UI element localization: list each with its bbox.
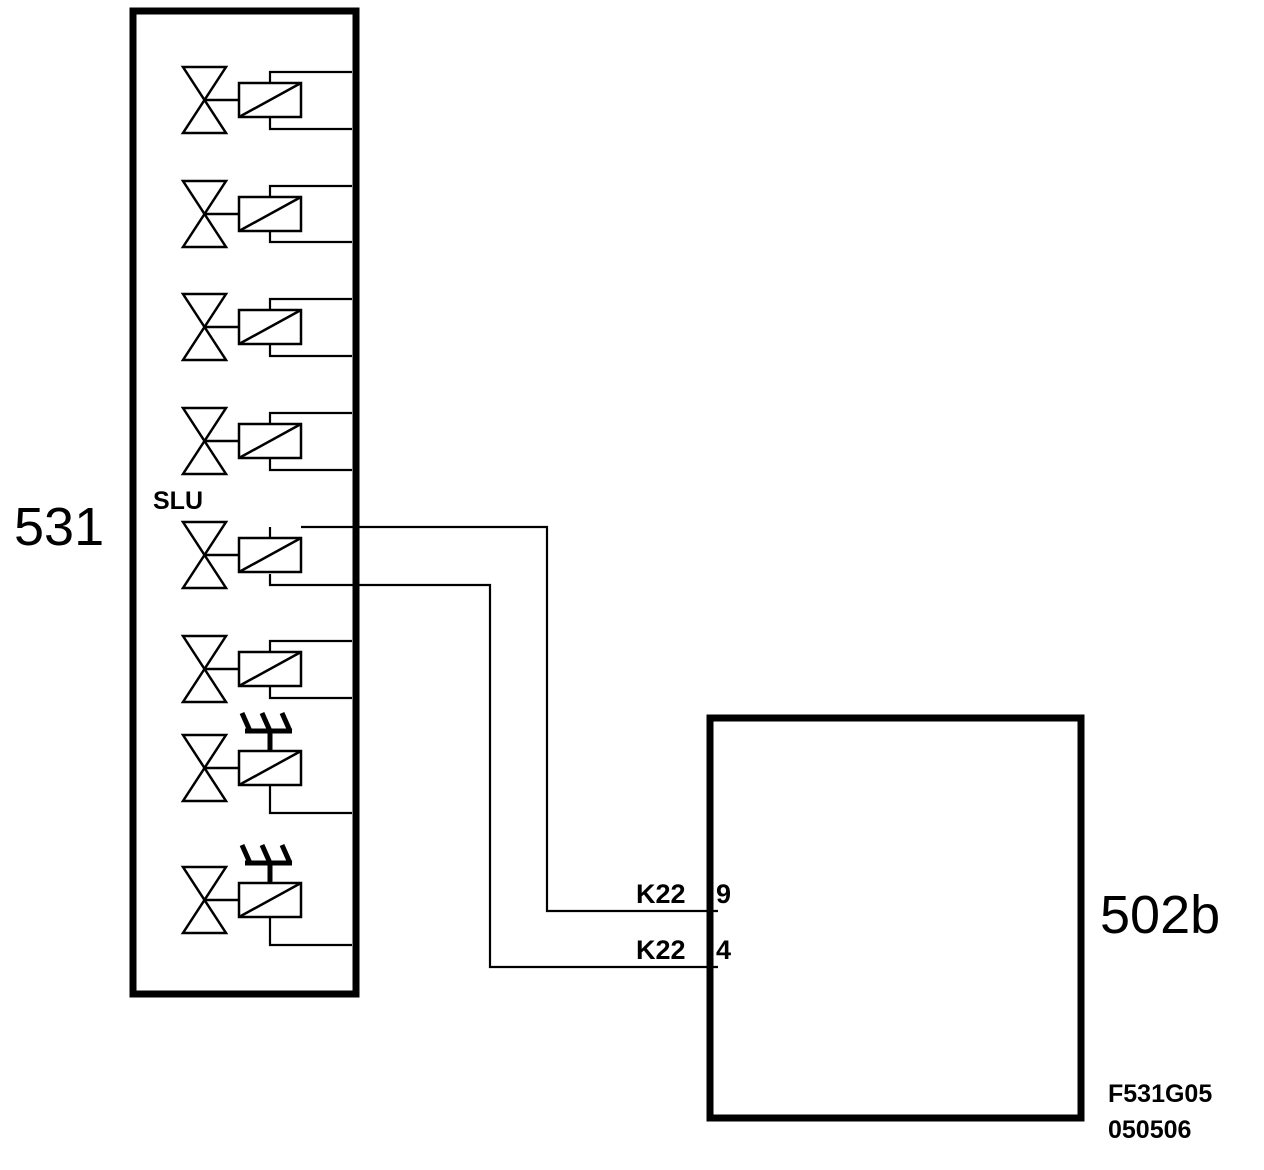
valve-icon — [180, 520, 229, 590]
pin-number-label: 9 — [716, 879, 731, 909]
component-502b-box — [706, 714, 1085, 1122]
solenoid-valve — [180, 634, 352, 704]
pin-number-label: 4 — [716, 935, 731, 965]
valve-icon — [180, 865, 229, 935]
component-531-box — [129, 7, 360, 998]
valve-icon — [180, 292, 229, 362]
pin-connector-label: K22 — [636, 879, 686, 909]
solenoid-valve — [180, 179, 352, 249]
solenoid-valve — [180, 520, 303, 590]
solenoid-valve — [180, 843, 352, 947]
slu-label: SLU — [153, 487, 203, 515]
solenoid-valve-group — [180, 65, 352, 947]
wire-to-pin-9 — [301, 525, 718, 913]
wire-to-pin-4 — [268, 574, 718, 969]
solenoid-valve — [180, 406, 352, 476]
valve-icon — [180, 406, 229, 476]
solenoid-valve — [180, 711, 352, 815]
solenoid-valve — [180, 292, 352, 362]
valve-icon — [180, 179, 229, 249]
component-502b-label: 502b — [1100, 885, 1220, 945]
drawing-code-line1: F531G05 — [1108, 1080, 1212, 1108]
valve-icon — [180, 733, 229, 803]
drawing-code-line2: 050506 — [1108, 1116, 1191, 1144]
valve-icon — [180, 65, 229, 135]
valve-icon — [180, 634, 229, 704]
solenoid-valve — [180, 65, 352, 135]
component-531-label: 531 — [14, 497, 104, 557]
pin-connector-label: K22 — [636, 935, 686, 965]
